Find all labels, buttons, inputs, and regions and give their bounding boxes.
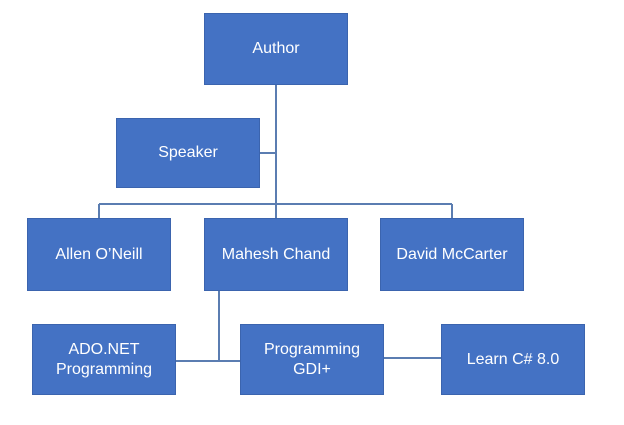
node-speaker: Speaker	[116, 118, 260, 188]
node-david-mccarter-label: David McCarter	[396, 245, 508, 263]
node-allen-oneill: Allen O’Neill	[27, 218, 171, 291]
node-ado-net-programming-label: ADO.NET Programming	[55, 340, 153, 378]
node-mahesh-chand-label: Mahesh Chand	[221, 245, 331, 263]
node-author: Author	[204, 13, 348, 85]
node-programming-gdi: Programming GDI+	[240, 324, 384, 395]
node-speaker-label: Speaker	[158, 144, 218, 161]
node-mahesh-chand: Mahesh Chand	[204, 218, 348, 291]
node-learn-csharp-label: Learn C# 8.0	[466, 350, 560, 368]
node-learn-csharp: Learn C# 8.0	[441, 324, 585, 395]
node-programming-gdi-label: Programming GDI+	[263, 340, 361, 378]
node-david-mccarter: David McCarter	[380, 218, 524, 291]
node-allen-oneill-label: Allen O’Neill	[55, 245, 143, 263]
node-author-label: Author	[252, 40, 300, 57]
node-ado-net-programming: ADO.NET Programming	[32, 324, 176, 395]
